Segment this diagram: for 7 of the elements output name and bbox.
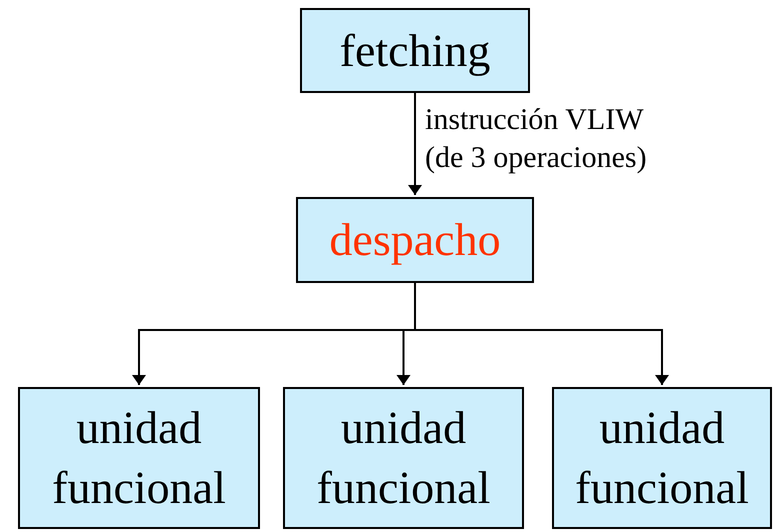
arrow [414,283,669,385]
arrow [408,93,422,195]
process-box: fetching [300,8,530,93]
process-box: unidad funcional [283,387,524,529]
process-box: despacho [296,197,534,283]
process-box: unidad funcional [552,387,772,529]
process-box: unidad funcional [18,387,260,529]
